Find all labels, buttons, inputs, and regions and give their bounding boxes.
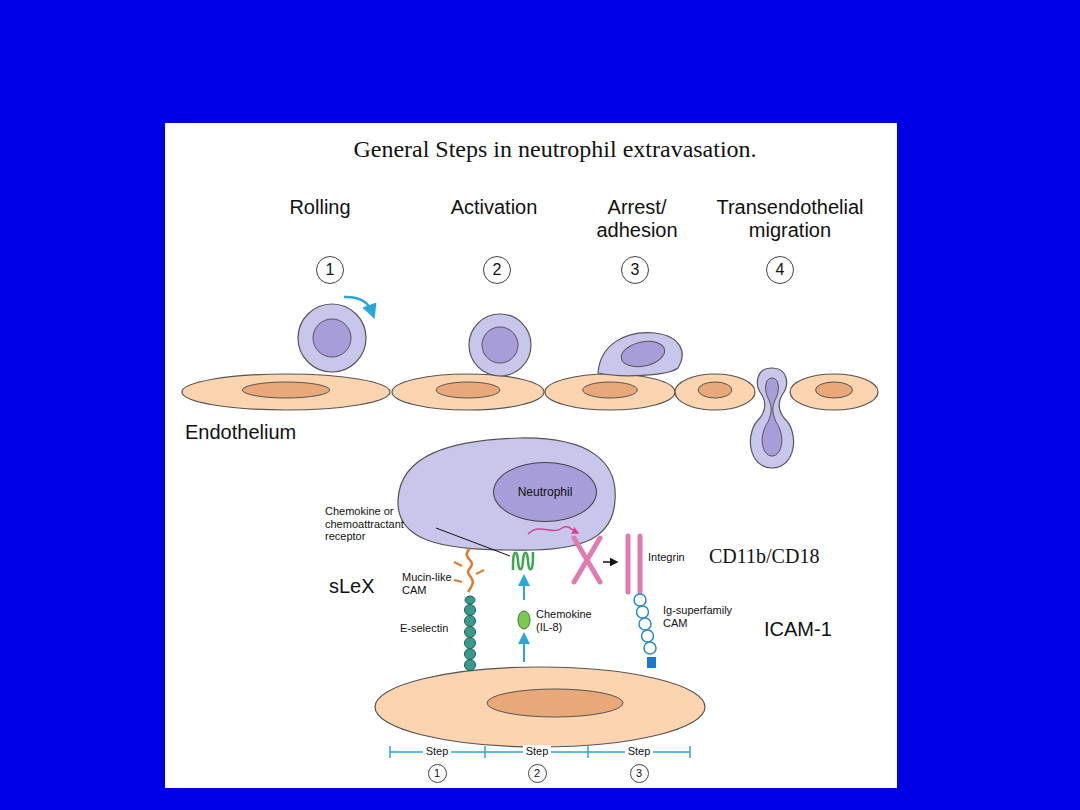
leukocyte xyxy=(298,304,366,372)
step-number: 1 xyxy=(428,764,447,783)
step-number: 2 xyxy=(483,256,511,284)
neutrophil-cell xyxy=(398,438,615,550)
cell-nucleus xyxy=(436,382,500,398)
cell-label: Neutrophil xyxy=(518,486,573,498)
cell-nucleus xyxy=(816,382,853,398)
scale-tick xyxy=(587,746,589,758)
step-number: 2 xyxy=(528,764,547,783)
sugar-chain xyxy=(454,562,462,566)
endothelial-cell xyxy=(392,374,544,410)
number-text: 2 xyxy=(534,768,540,779)
e-selectin-head xyxy=(465,596,475,604)
adhesion-detail xyxy=(375,438,705,747)
part-label: Chemokine or chemoattractant receptor xyxy=(325,505,437,543)
leukocyte-nucleus xyxy=(482,327,518,363)
leukocyte-nucleus xyxy=(762,378,782,456)
number-text: 3 xyxy=(636,768,642,779)
signal-arrow xyxy=(523,580,525,600)
sugar-chain xyxy=(476,570,484,574)
step-scale xyxy=(390,746,690,758)
scale-tick xyxy=(389,746,391,758)
cell-nucleus xyxy=(583,382,638,398)
step-number: 3 xyxy=(621,256,649,284)
ig-domain xyxy=(644,642,656,654)
scale-tick xyxy=(484,746,486,758)
part-label: Mucin-like CAM xyxy=(402,571,460,596)
e-selectin-domain xyxy=(465,649,476,660)
step-heading: Arrest/ adhesion xyxy=(582,196,692,242)
endothelial-cell xyxy=(375,667,705,747)
endothelial-cell xyxy=(545,374,675,410)
part-label: Ig-superfamily CAM xyxy=(663,604,745,629)
number-text: 3 xyxy=(631,262,640,278)
step-number: 1 xyxy=(316,256,344,284)
scale-tick xyxy=(689,746,691,758)
membrane-anchor xyxy=(647,657,656,668)
step-label: Step xyxy=(625,745,654,758)
e-selectin-domain xyxy=(465,660,476,671)
e-selectin-domain xyxy=(465,638,476,649)
cell-nucleus xyxy=(698,382,732,398)
chemokine xyxy=(518,611,530,629)
e-selectin-domain xyxy=(465,627,476,638)
number-text: 4 xyxy=(776,262,785,278)
ig-domain xyxy=(642,630,654,642)
leukocyte-nucleus xyxy=(619,338,667,371)
number-text: 1 xyxy=(434,768,440,779)
conformation-arrow xyxy=(603,561,614,563)
nucleus: Neutrophil xyxy=(493,462,597,522)
signal-arrow xyxy=(523,638,525,662)
cell-nucleus xyxy=(487,689,623,717)
part-label: ICAM-1 xyxy=(764,618,854,641)
integrin-chain xyxy=(638,536,643,592)
part-label: Chemokine (IL-8) xyxy=(536,608,604,633)
migrating-leukocyte xyxy=(750,368,793,468)
integrin-chain xyxy=(574,538,600,582)
step-number: 3 xyxy=(630,764,649,783)
ig-domain xyxy=(639,618,651,630)
step-label: Step xyxy=(423,745,452,758)
ig-domain xyxy=(637,606,649,618)
sugar-chain xyxy=(454,580,462,582)
number-text: 2 xyxy=(493,262,502,278)
endothelial-cell xyxy=(790,374,878,410)
cell-nucleus xyxy=(242,382,329,398)
e-selectin-domain xyxy=(465,605,476,616)
leukocyte xyxy=(469,314,531,376)
diagram-title: General Steps in neutrophil extravasatio… xyxy=(255,136,855,164)
ig-domain xyxy=(634,594,646,606)
leader-line xyxy=(436,528,510,556)
step-heading: Rolling xyxy=(260,196,380,219)
part-label: sLeX xyxy=(329,575,399,598)
part-label: CD11b/CD18 xyxy=(709,545,859,568)
integrin-chain xyxy=(574,538,600,582)
step-number: 4 xyxy=(766,256,794,284)
integrin-chain xyxy=(626,536,631,592)
arrested-leukocyte xyxy=(598,333,682,376)
endothelial-cell xyxy=(182,374,390,410)
part-label: E-selectin xyxy=(400,622,464,635)
part-label: Integrin xyxy=(648,551,703,564)
tissue-label: Endothelium xyxy=(185,421,335,444)
leukocyte-nucleus xyxy=(313,319,351,357)
mucin-like-cam xyxy=(467,548,473,592)
chemokine-receptor xyxy=(513,552,533,570)
rolling-arrow xyxy=(344,297,372,312)
number-text: 1 xyxy=(326,262,335,278)
step-label: Step xyxy=(523,745,552,758)
endothelial-cell xyxy=(675,374,755,410)
step-heading: Activation xyxy=(424,196,564,219)
activation-signal xyxy=(528,527,576,534)
step-heading: Transendothelial migration xyxy=(700,196,880,242)
e-selectin-domain xyxy=(465,616,476,627)
